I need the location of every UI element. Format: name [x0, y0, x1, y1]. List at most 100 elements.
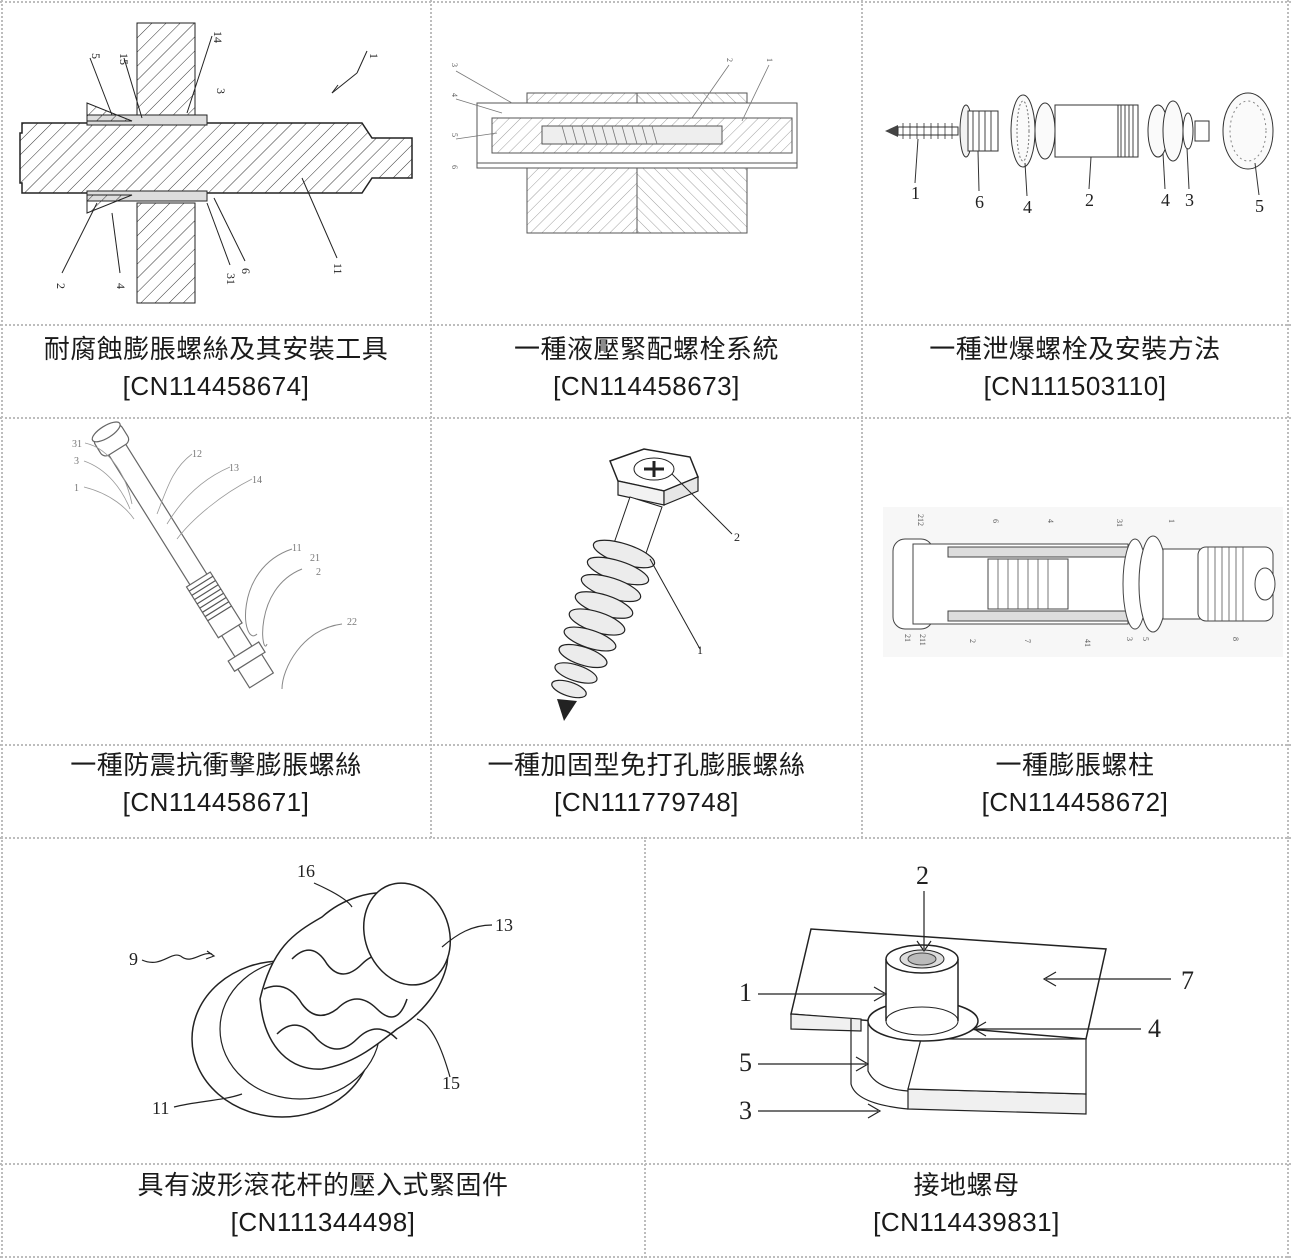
patent-title: 接地螺母 — [913, 1171, 1020, 1201]
svg-text:1: 1 — [367, 53, 381, 59]
explosion-bolt-drawing-icon: 1 6 4 2 4 3 5 — [863, 3, 1287, 324]
patent-caption: 一種防震抗衝擊膨脹螺絲 [CN114458671] — [2, 748, 430, 820]
svg-text:22: 22 — [347, 617, 357, 628]
patent-number: [CN114458672] — [981, 787, 1169, 817]
svg-text:9: 9 — [129, 949, 138, 969]
svg-text:2: 2 — [1085, 190, 1094, 210]
patent-card: 1 14 15 5 3 2 4 31 6 11 — [2, 3, 430, 417]
expansion-bolt-drawing-icon: 1 14 15 5 3 2 4 31 6 11 — [2, 3, 430, 324]
svg-text:4: 4 — [450, 93, 459, 97]
expansion-stud-drawing-icon: 212 6 4 31 1 21 211 2 7 41 3 5 8 — [863, 419, 1287, 743]
svg-text:2: 2 — [54, 283, 68, 289]
svg-text:5: 5 — [1141, 637, 1150, 641]
patent-card: 1 6 4 2 4 3 5 一種泄爆螺栓及安裝方法 [CN111503110] — [863, 3, 1287, 417]
svg-text:4: 4 — [1046, 519, 1055, 523]
svg-text:2: 2 — [734, 530, 740, 544]
grid-line — [644, 837, 646, 1258]
patent-title: 一種防震抗衝擊膨脹螺絲 — [70, 751, 362, 781]
svg-text:11: 11 — [292, 543, 302, 554]
patent-number: [CN111779748] — [554, 787, 739, 817]
patent-number: [CN114458671] — [122, 787, 310, 817]
svg-text:7: 7 — [1023, 639, 1032, 643]
svg-text:13: 13 — [495, 915, 513, 935]
svg-text:4: 4 — [114, 283, 128, 289]
grid-line — [0, 417, 1291, 419]
svg-text:6: 6 — [975, 192, 984, 212]
svg-text:1: 1 — [74, 483, 79, 494]
svg-text:16: 16 — [297, 861, 315, 881]
svg-text:1: 1 — [697, 643, 703, 657]
svg-text:14: 14 — [211, 31, 225, 43]
svg-text:5: 5 — [739, 1048, 752, 1077]
patent-number: [CN111344498] — [230, 1207, 416, 1237]
lag-screw-drawing-icon: 2 1 — [432, 419, 861, 743]
grid-line — [0, 1, 1291, 3]
grid-line — [0, 324, 1291, 326]
svg-text:1: 1 — [1167, 519, 1176, 523]
svg-text:2: 2 — [916, 861, 929, 890]
patent-title: 一種液壓緊配螺栓系統 — [513, 335, 779, 365]
patent-caption: 接地螺母 [CN114439831] — [646, 1168, 1287, 1240]
hydraulic-bolt-drawing-icon: 3 2 1 4 5 6 — [432, 3, 861, 324]
svg-text:6: 6 — [239, 268, 253, 274]
svg-text:3: 3 — [1185, 190, 1194, 210]
patent-title: 具有波形滾花杆的壓入式緊固件 — [137, 1171, 509, 1201]
patent-card: 212 6 4 31 1 21 211 2 7 41 3 5 8 一種膨脹螺柱 … — [863, 419, 1287, 837]
svg-text:1: 1 — [911, 183, 920, 203]
svg-text:2: 2 — [316, 567, 321, 578]
svg-text:212: 212 — [916, 514, 925, 526]
svg-text:21: 21 — [310, 553, 320, 564]
grid-line — [1287, 837, 1289, 1258]
grid-line — [0, 744, 1291, 746]
patent-caption: 一種加固型免打孔膨脹螺絲 [CN111779748] — [432, 748, 861, 820]
svg-text:5: 5 — [89, 53, 103, 59]
svg-text:5: 5 — [1255, 196, 1264, 216]
svg-text:2: 2 — [725, 58, 734, 62]
patent-number: [CN114458673] — [553, 371, 740, 401]
patent-caption: 具有波形滾花杆的壓入式緊固件 [CN111344498] — [2, 1168, 644, 1240]
svg-text:211: 211 — [918, 634, 927, 646]
patent-number: [CN114458674] — [122, 371, 310, 401]
svg-text:1: 1 — [739, 978, 752, 1007]
svg-text:6: 6 — [450, 165, 459, 169]
svg-text:31: 31 — [72, 439, 82, 450]
svg-text:13: 13 — [229, 463, 239, 474]
patent-caption: 一種泄爆螺栓及安裝方法 [CN111503110] — [863, 332, 1287, 404]
patent-title: 一種加固型免打孔膨脹螺絲 — [487, 751, 806, 781]
svg-text:11: 11 — [331, 263, 345, 275]
grid-line — [861, 0, 863, 838]
svg-text:7: 7 — [1181, 966, 1194, 995]
grid-line — [430, 0, 432, 838]
svg-text:21: 21 — [903, 634, 912, 642]
patent-caption: 一種液壓緊配螺栓系統 [CN114458673] — [432, 332, 861, 404]
svg-text:4: 4 — [1023, 197, 1032, 217]
svg-text:15: 15 — [442, 1073, 460, 1093]
patent-number: [CN111503110] — [983, 371, 1167, 401]
patent-title: 耐腐蝕膨脹螺絲及其安裝工具 — [43, 335, 389, 365]
patent-caption: 一種膨脹螺柱 [CN114458672] — [863, 748, 1287, 820]
grid-line — [1, 837, 3, 1258]
svg-text:3: 3 — [450, 63, 459, 67]
svg-text:8: 8 — [1231, 637, 1240, 641]
patent-title: 一種泄爆螺栓及安裝方法 — [929, 335, 1221, 365]
patent-caption: 耐腐蝕膨脹螺絲及其安裝工具 [CN114458674] — [2, 332, 430, 404]
patent-card: 3 2 1 4 5 6 一種液壓緊配螺栓系統 [CN114458673] — [432, 3, 861, 417]
svg-text:6: 6 — [991, 519, 1000, 523]
svg-text:3: 3 — [74, 456, 79, 467]
knurled-fastener-drawing-icon: 16 13 9 11 15 — [2, 839, 644, 1163]
svg-text:41: 41 — [1083, 639, 1092, 647]
svg-text:14: 14 — [252, 475, 262, 486]
svg-text:4: 4 — [1161, 190, 1170, 210]
svg-text:1: 1 — [765, 58, 774, 62]
grid-line — [1, 0, 3, 838]
svg-text:5: 5 — [450, 133, 459, 137]
svg-text:3: 3 — [1125, 637, 1134, 641]
svg-text:4: 4 — [1148, 1014, 1161, 1043]
grid-line — [1287, 0, 1289, 838]
svg-text:11: 11 — [152, 1098, 169, 1118]
svg-text:2: 2 — [968, 639, 977, 643]
svg-text:31: 31 — [1115, 519, 1124, 527]
patent-card: 16 13 9 11 15 具有波形滾花杆的壓入式緊固件 [CN111344 — [2, 839, 644, 1256]
